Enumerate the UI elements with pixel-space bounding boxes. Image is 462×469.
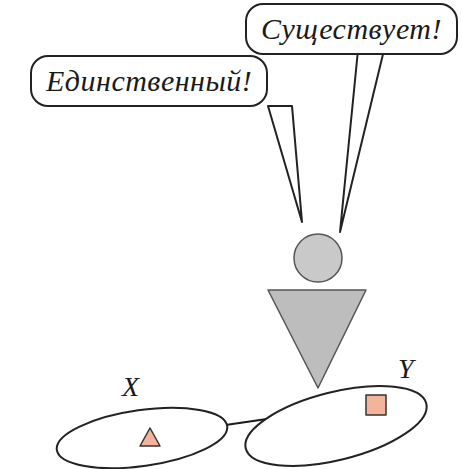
- element-triangle: [140, 428, 160, 446]
- set-label: X: [122, 372, 139, 402]
- ellipse-outline: [52, 404, 232, 468]
- set-label: Y: [398, 354, 414, 384]
- speech-bubble: Существует!: [245, 3, 458, 55]
- set-outline: [53, 398, 231, 469]
- speech-text: Существует!: [261, 11, 442, 47]
- speech-bubble: Единственный!: [30, 55, 268, 107]
- element-square: [366, 395, 386, 415]
- speech-text: Единственный!: [46, 63, 252, 99]
- speech-tail: [340, 50, 384, 232]
- ellipse-outline: [240, 386, 432, 464]
- set-ellipse: X: [52, 404, 232, 468]
- speaker-head: [294, 234, 342, 282]
- set-outline: [238, 371, 435, 469]
- speaker-body: [268, 290, 366, 388]
- speech-tail: [268, 106, 302, 222]
- set-ellipse: Y: [240, 386, 432, 464]
